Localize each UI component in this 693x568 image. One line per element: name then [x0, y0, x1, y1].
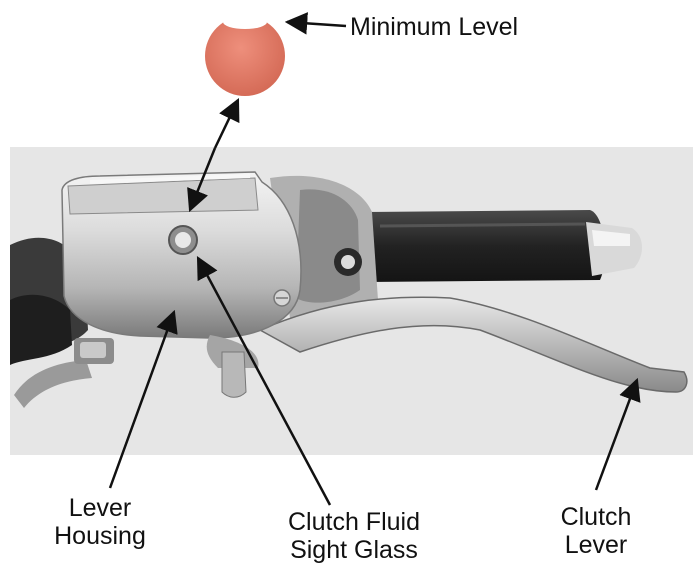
sight-glass-magnified — [205, 15, 285, 96]
sight-glass-label: Clutch Fluid Sight Glass — [270, 508, 438, 564]
minimum-level-label: Minimum Level — [350, 13, 518, 41]
clutch-lever-label: Clutch Lever — [548, 503, 644, 559]
arrow-icon — [215, 100, 238, 148]
sight-glass-window — [169, 226, 197, 254]
lever-housing-label: Lever Housing — [44, 494, 156, 550]
arrow-icon — [287, 22, 346, 26]
